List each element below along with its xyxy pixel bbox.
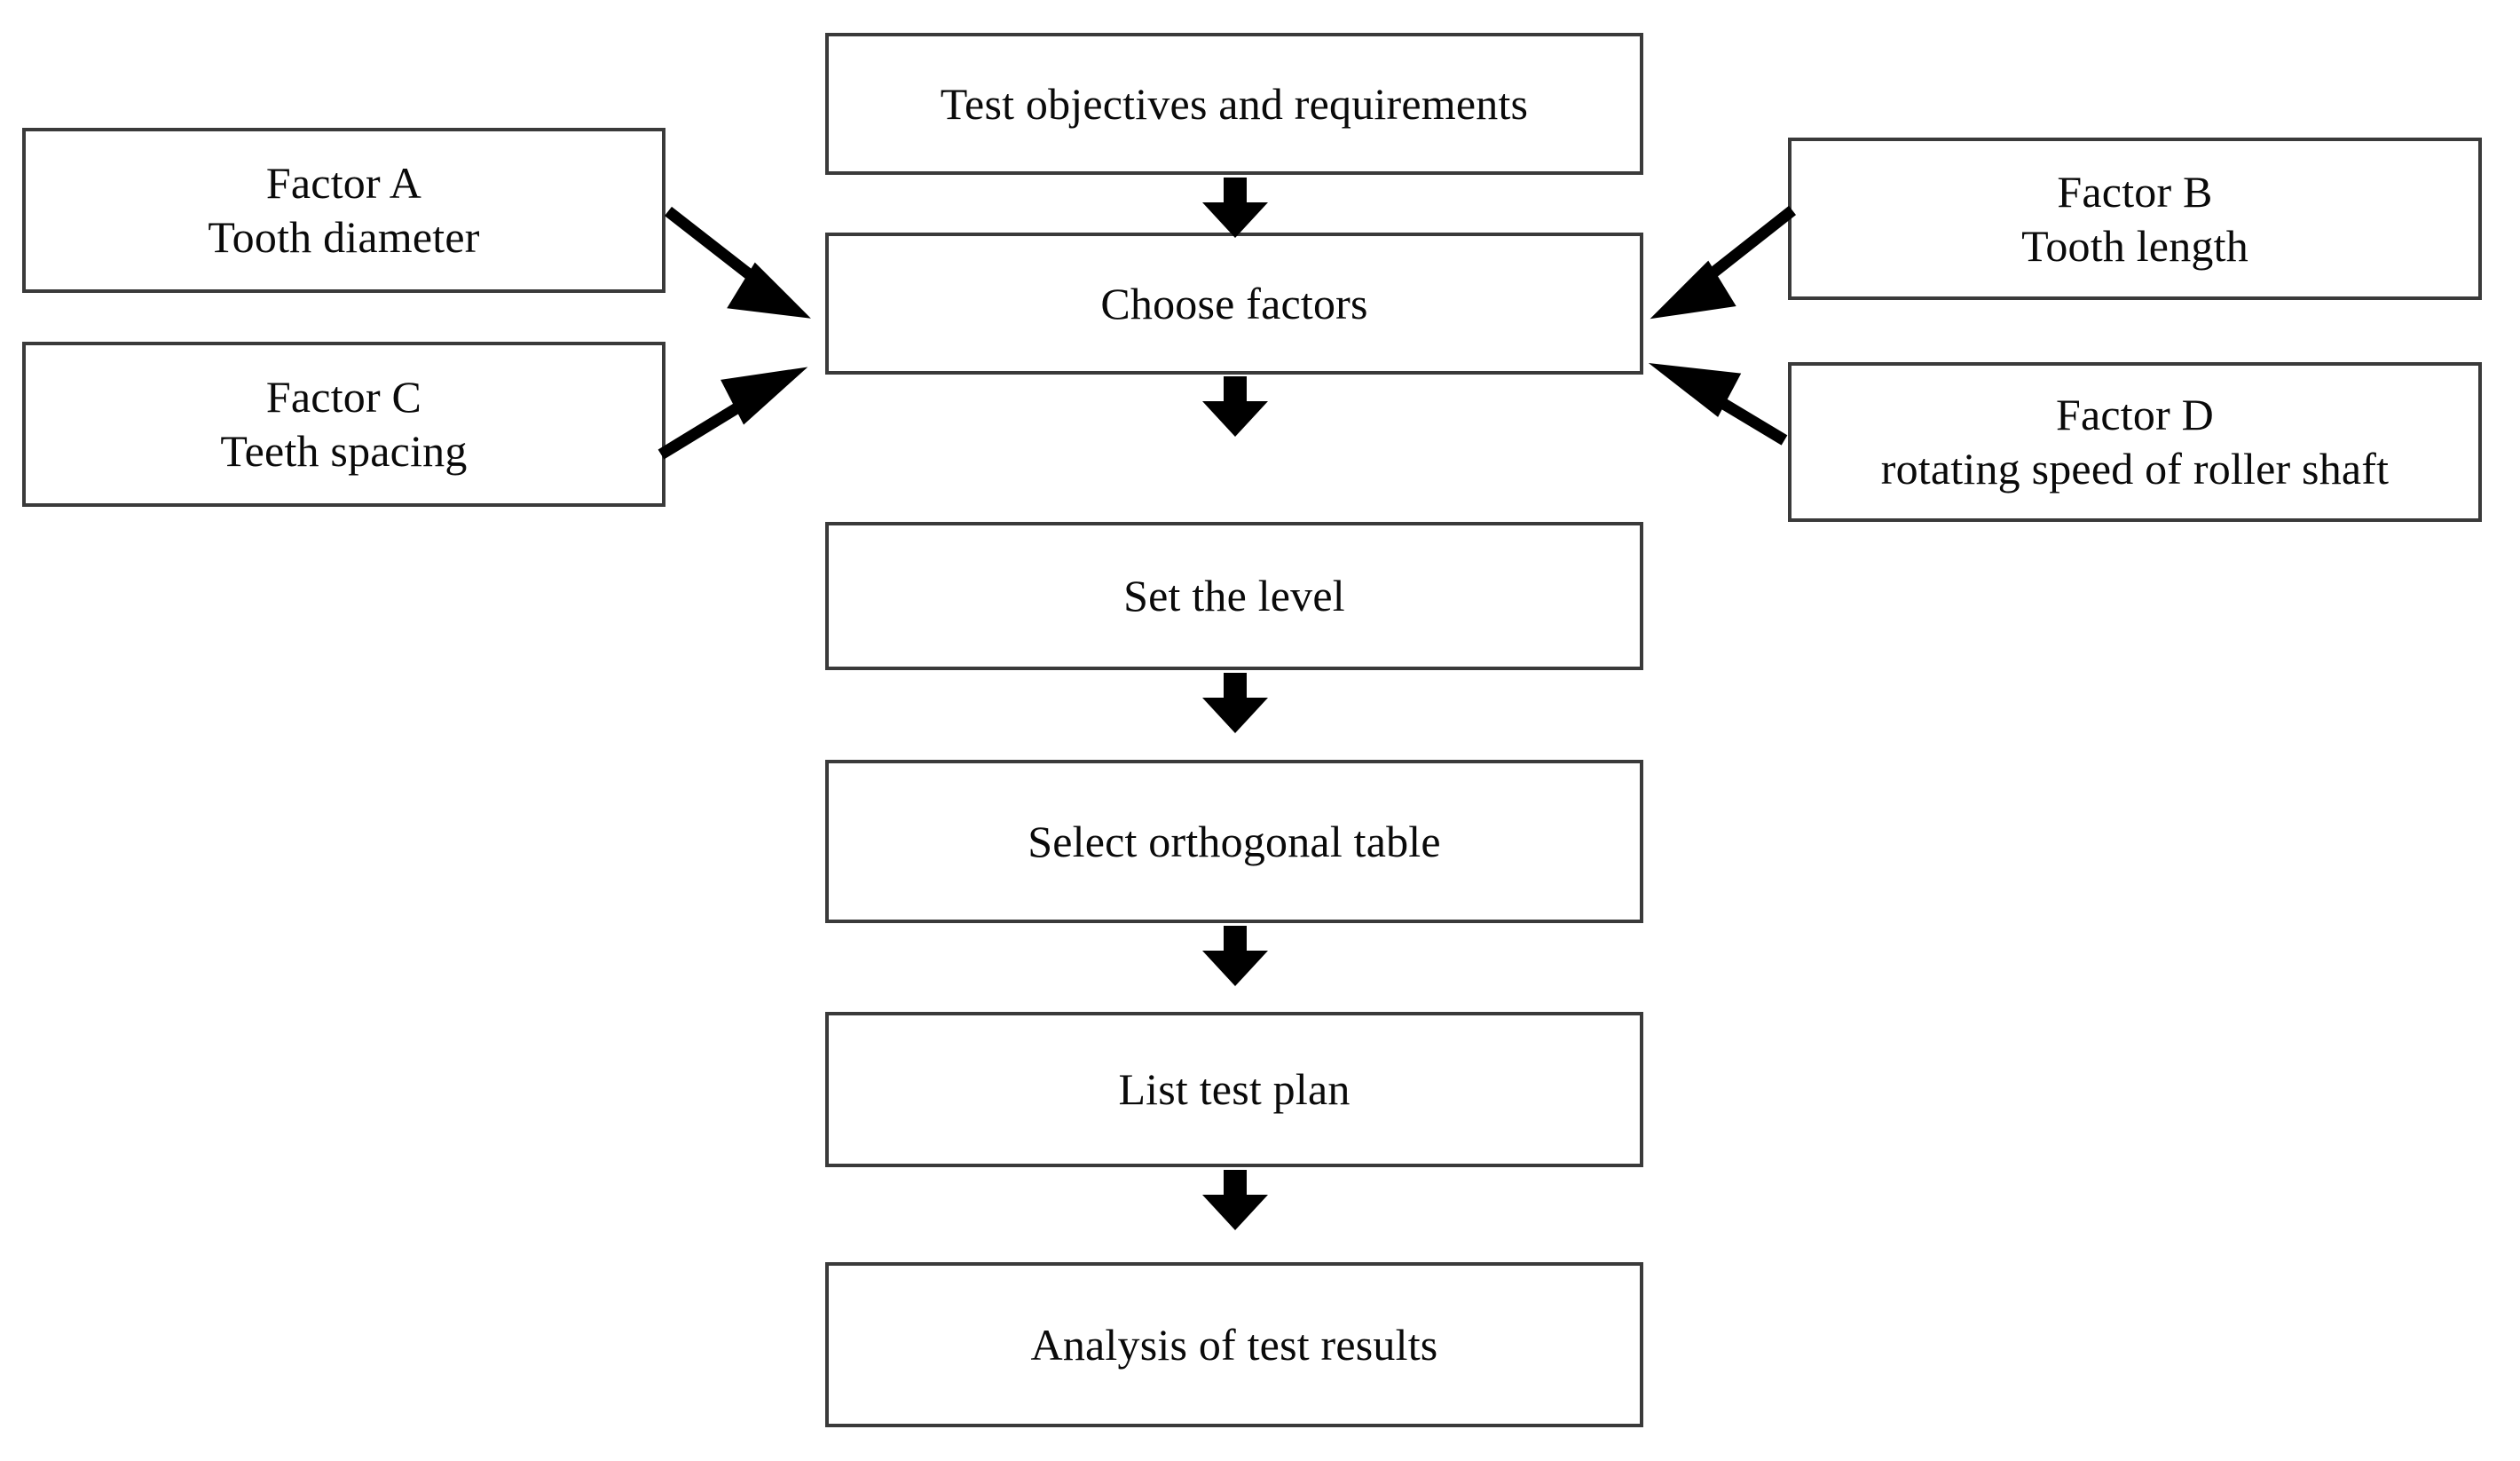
arrow-factor-d-to-choose-factors [1648, 362, 1788, 446]
node-factor-c[interactable]: Factor C Teeth spacing [22, 342, 665, 507]
node-factor-b[interactable]: Factor B Tooth length [1788, 138, 2482, 300]
node-select-orthogonal-table[interactable]: Select orthogonal table [825, 760, 1643, 923]
arrow-choose-factors-to-set-level [1202, 376, 1268, 437]
node-label: Choose factors [1100, 278, 1368, 328]
node-label-line-2: Teeth spacing [220, 426, 468, 476]
arrow-select-orthogonal-table-to-list-test-plan [1202, 926, 1268, 986]
arrow-set-level-to-select-orthogonal-table [1202, 673, 1268, 733]
node-label-line-1: Factor A [265, 158, 422, 208]
arrow-factor-c-to-choose-factors [658, 367, 808, 460]
node-label: List test plan [1118, 1064, 1351, 1114]
node-label-line-2: Tooth diameter [208, 212, 480, 262]
node-factor-d[interactable]: Factor D rotating speed of roller shaft [1788, 362, 2482, 522]
node-factor-a[interactable]: Factor A Tooth diameter [22, 128, 665, 293]
node-label: Select orthogonal table [1028, 816, 1441, 866]
node-test-objectives[interactable]: Test objectives and requirements [825, 33, 1643, 175]
node-label-line-2: Tooth length [2021, 220, 2248, 271]
node-label: Analysis of test results [1030, 1319, 1438, 1370]
arrow-objectives-to-choose-factors [1202, 178, 1268, 238]
node-label: Set the level [1123, 571, 1345, 620]
node-analysis-of-test-results[interactable]: Analysis of test results [825, 1262, 1643, 1427]
arrow-factor-a-to-choose-factors [665, 206, 811, 319]
node-label-line-1: Factor C [265, 372, 422, 422]
node-choose-factors[interactable]: Choose factors [825, 233, 1643, 375]
arrow-list-test-plan-to-analysis [1202, 1170, 1268, 1230]
node-label: Test objectives and requirements [940, 78, 1529, 129]
node-set-the-level[interactable]: Set the level [825, 522, 1643, 670]
node-label-line-2: rotating speed of roller shaft [1880, 444, 2390, 494]
arrow-factor-b-to-choose-factors [1650, 205, 1797, 320]
node-label-line-1: Factor B [2057, 166, 2213, 217]
node-label-line-1: Factor D [2056, 390, 2214, 439]
node-list-test-plan[interactable]: List test plan [825, 1012, 1643, 1167]
